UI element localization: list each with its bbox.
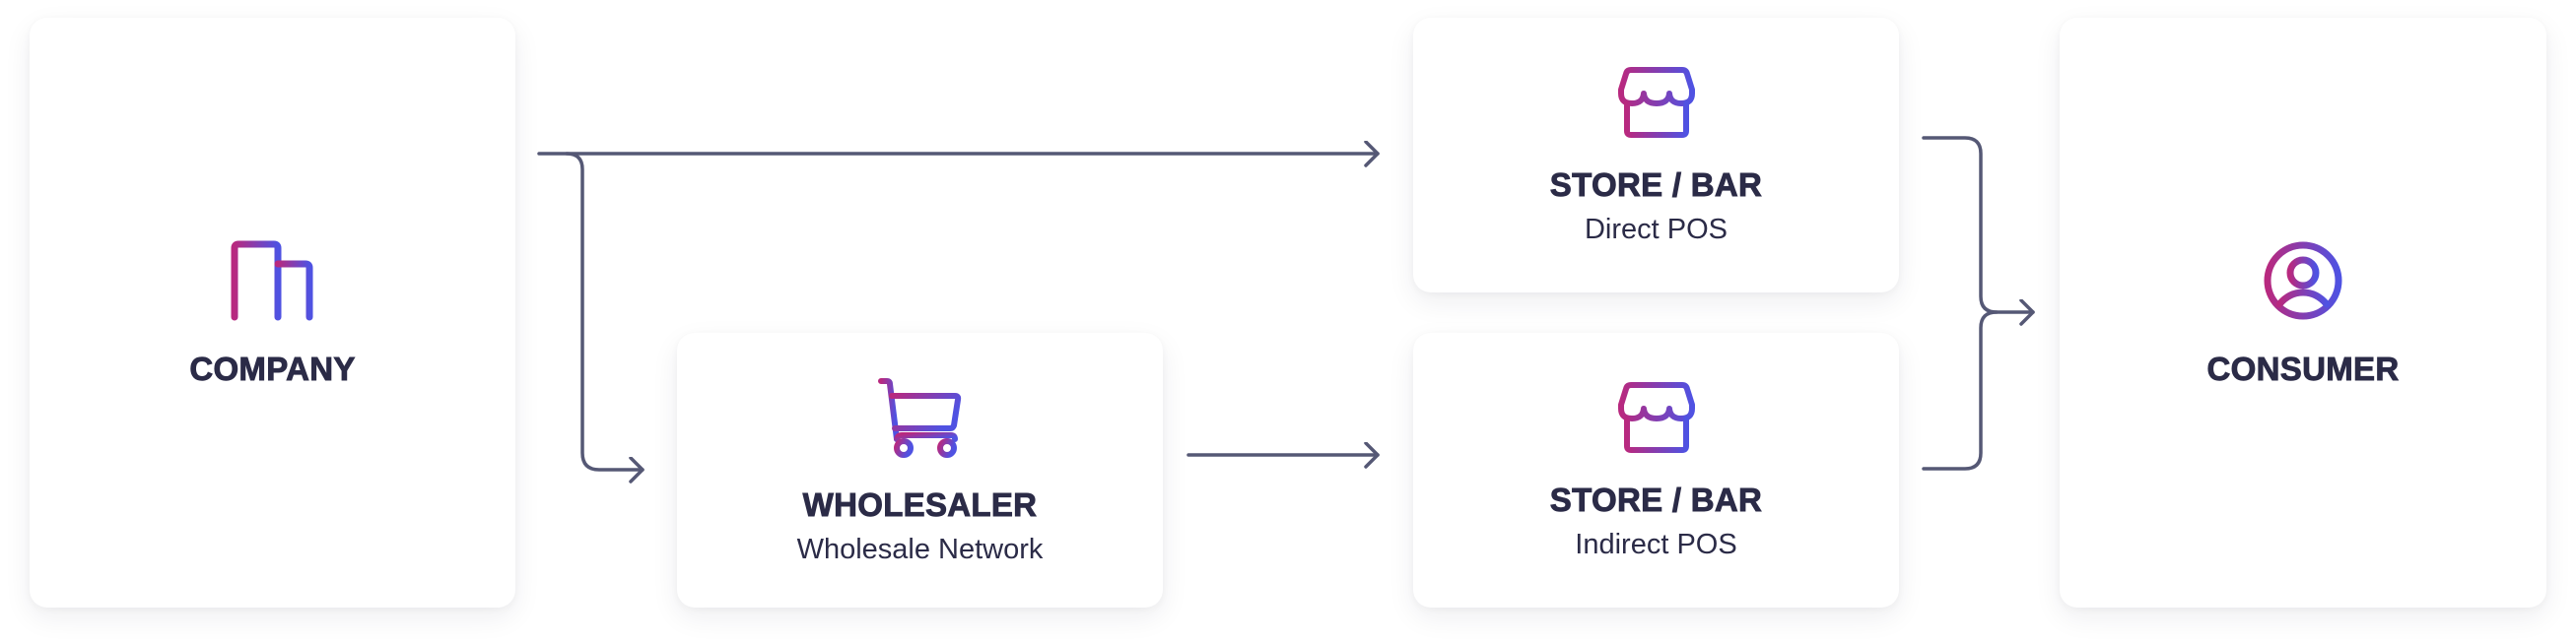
node-store-indirect[interactable]: STORE / BAR Indirect POS bbox=[1413, 333, 1899, 608]
storefront-icon bbox=[1617, 67, 1695, 138]
node-consumer[interactable]: CONSUMER bbox=[2060, 18, 2546, 608]
node-company[interactable]: COMPANY bbox=[30, 18, 515, 608]
node-title: WHOLESALER bbox=[802, 486, 1038, 523]
node-subtitle: Indirect POS bbox=[1575, 529, 1737, 560]
node-title: CONSUMER bbox=[2206, 351, 2400, 387]
node-title: STORE / BAR bbox=[1549, 482, 1763, 518]
node-title: COMPANY bbox=[189, 351, 356, 387]
building-icon bbox=[231, 240, 312, 321]
node-subtitle: Wholesale Network bbox=[796, 534, 1044, 565]
node-subtitle: Direct POS bbox=[1584, 214, 1729, 245]
edge-company-to-wholesaler bbox=[565, 152, 644, 470]
edge-store-direct-to-consumer bbox=[1922, 136, 2035, 312]
edge-store-indirect-to-consumer bbox=[1922, 310, 1999, 471]
node-store-direct[interactable]: STORE / BAR Direct POS bbox=[1413, 18, 1899, 292]
node-title: STORE / BAR bbox=[1549, 166, 1763, 203]
node-wholesaler[interactable]: WHOLESALER Wholesale Network bbox=[677, 333, 1163, 608]
storefront-icon bbox=[1617, 382, 1695, 453]
user-circle-icon bbox=[2264, 241, 2342, 320]
shopping-cart-icon bbox=[877, 378, 961, 458]
